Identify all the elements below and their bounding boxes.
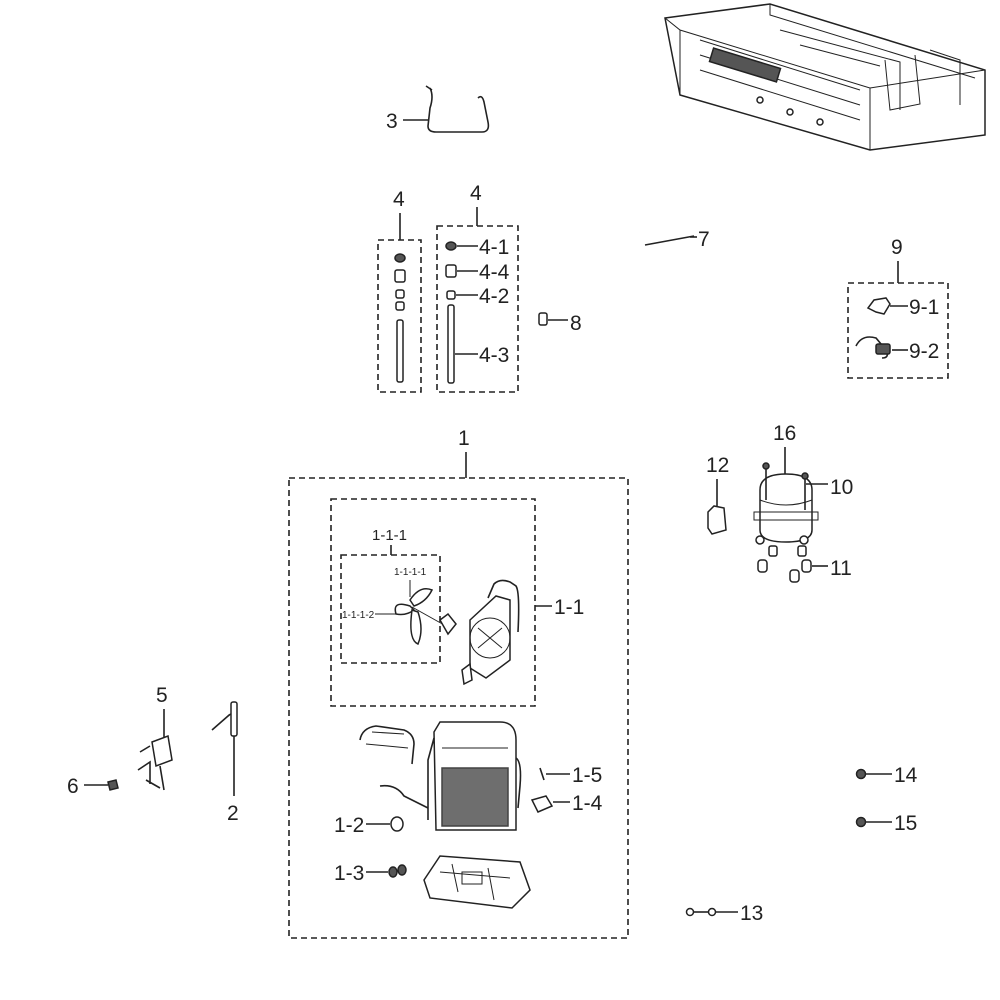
part-4-valve-set-left: 4 bbox=[377, 188, 422, 393]
callout-8: 8 bbox=[570, 312, 582, 335]
callout-15: 15 bbox=[894, 812, 917, 835]
callout-9-1: 9-1 bbox=[909, 296, 939, 319]
part-3-tube: 3 bbox=[386, 85, 490, 133]
part-13-rings: 13 bbox=[685, 902, 763, 925]
callout-1-5: 1-5 bbox=[572, 764, 602, 787]
part-7-pin: 7 bbox=[644, 228, 710, 251]
part-1-cooling-assembly: 1 1-1 1-1-1 1-1-1-1 1-1-1-2 bbox=[288, 427, 629, 939]
callout-2: 2 bbox=[227, 802, 239, 825]
callout-5: 5 bbox=[156, 684, 168, 707]
callout-9: 9 bbox=[891, 236, 903, 259]
callout-3: 3 bbox=[386, 110, 398, 133]
callout-4-1: 4-1 bbox=[479, 236, 509, 259]
callout-9-2: 9-2 bbox=[909, 340, 939, 363]
callout-4-left: 4 bbox=[393, 188, 405, 211]
part-14-plug: 14 bbox=[855, 764, 918, 787]
part-2-sensor: 2 bbox=[211, 701, 239, 825]
callout-6: 6 bbox=[67, 775, 79, 798]
callout-1-1-1: 1-1-1 bbox=[372, 527, 407, 544]
part-9-relay-set: 9 9-1 9-2 bbox=[847, 236, 949, 379]
callout-1-2: 1-2 bbox=[334, 814, 364, 837]
callout-4-right: 4 bbox=[470, 182, 482, 205]
callout-1-1-1-1: 1-1-1-1 bbox=[394, 567, 427, 578]
callout-16: 16 bbox=[773, 422, 796, 445]
base-frame-part bbox=[664, 3, 986, 151]
callout-12: 12 bbox=[706, 454, 729, 477]
part-15-plug: 15 bbox=[855, 812, 917, 835]
callout-7: 7 bbox=[698, 228, 710, 251]
callout-4-3: 4-3 bbox=[479, 344, 509, 367]
part-6-clip: 6 bbox=[67, 775, 119, 798]
part-12-cap: 12 bbox=[706, 454, 729, 535]
callout-1-3: 1-3 bbox=[334, 862, 364, 885]
callout-1-1-1-2: 1-1-1-2 bbox=[342, 610, 375, 621]
callout-11: 11 bbox=[830, 557, 852, 580]
part-5-bracket: 5 bbox=[137, 684, 173, 791]
callout-1-4: 1-4 bbox=[572, 792, 603, 815]
callout-4-4: 4-4 bbox=[479, 261, 510, 284]
callout-4-2: 4-2 bbox=[479, 285, 509, 308]
callout-1: 1 bbox=[458, 427, 470, 450]
callout-13: 13 bbox=[740, 902, 763, 925]
callout-14: 14 bbox=[894, 764, 918, 787]
part-16-compressor: 16 10 11 bbox=[753, 422, 853, 583]
part-4-valve-set-right: 4 4-1 4-4 4-2 4-3 bbox=[436, 182, 519, 393]
part-8-screw: 8 bbox=[538, 312, 582, 335]
callout-1-1: 1-1 bbox=[554, 596, 584, 619]
callout-10: 10 bbox=[830, 476, 853, 499]
